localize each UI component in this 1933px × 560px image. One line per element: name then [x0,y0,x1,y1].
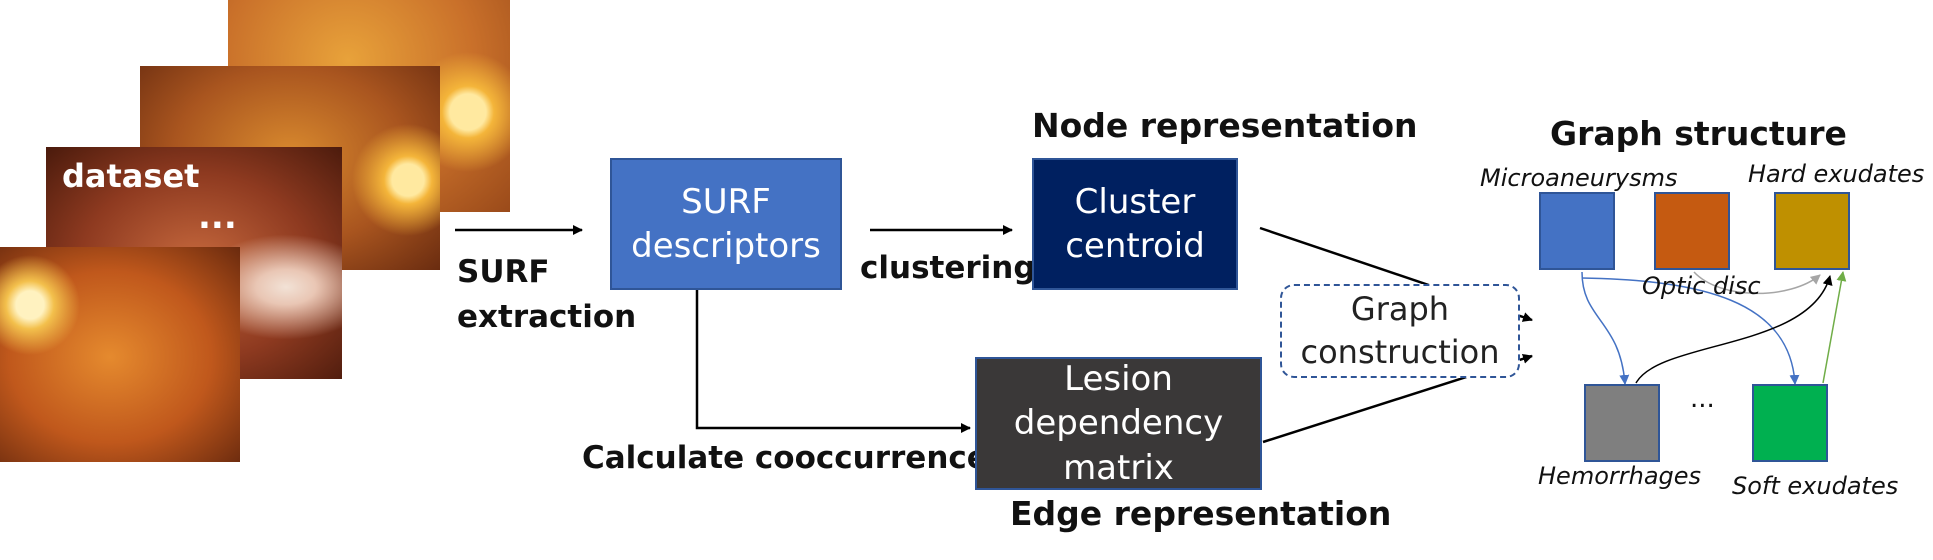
node-label-optic-disc: Optic disc [1642,272,1761,300]
edge-soft-to-hard [1822,271,1847,384]
cluster-centroid-line1: Cluster [1074,181,1196,222]
dataset-ellipsis: ... [198,197,237,237]
label-surf-extraction-line2: extraction [457,299,637,335]
edge-hemorrhages-to-hard [1635,275,1833,384]
node-label-hemorrhages: Hemorrhages [1538,462,1702,490]
node-label-soft-exudates: Soft exudates [1732,472,1899,500]
lesion-matrix-box: Lesion dependency matrix [975,357,1262,490]
heading-edge-representation: Edge representation [1010,494,1392,533]
lesion-matrix-line1: Lesion [1064,359,1173,400]
node-hard-exudates [1774,192,1850,270]
cluster-centroid-box: Cluster centroid [1032,158,1238,290]
fundus-image-1 [0,247,240,462]
node-microaneurysms [1539,192,1615,270]
surf-descriptors-box: SURF descriptors [610,158,842,290]
graph-construction-box: Graph construction [1280,284,1520,378]
cluster-centroid-line2: centroid [1065,226,1205,266]
arrow-cooccurrence [695,290,971,433]
node-soft-exudates [1752,384,1828,462]
heading-graph-structure: Graph structure [1550,114,1847,153]
edge-optic-to-hard [1693,271,1821,295]
lesion-matrix-line3: matrix [1063,447,1174,488]
surf-descriptors-line1: SURF [681,181,771,222]
dataset-label: dataset [62,157,200,195]
edge-micro-to-soft [1581,277,1800,385]
node-hemorrhages [1584,384,1660,462]
heading-node-representation: Node representation [1032,106,1418,145]
node-optic-disc [1654,192,1730,270]
graph-construction-line1: Graph [1350,289,1450,328]
graph-ellipsis: ... [1690,384,1715,414]
surf-descriptors-line2: descriptors [631,226,821,266]
edge-micro-to-hemorrhages [1581,271,1630,385]
graph-construction-line2: construction [1300,333,1500,371]
label-clustering: clustering [860,250,1036,286]
label-surf-extraction: SURF extraction [457,250,636,340]
node-label-hard-exudates: Hard exudates [1748,160,1925,188]
label-calculate-cooccurrence: Calculate cooccurrence [582,440,988,476]
node-label-microaneurysms: Microaneurysms [1480,164,1678,192]
label-surf-extraction-line1: SURF [457,254,550,290]
lesion-matrix-line2: dependency [1013,403,1224,444]
